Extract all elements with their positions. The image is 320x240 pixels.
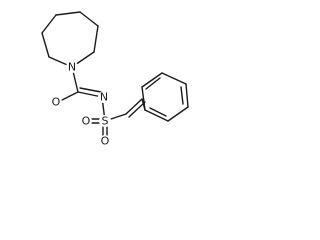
bonds [41,11,189,139]
bond-c-n-double-b [79,87,102,93]
atom-imine-nitrogen: N [100,91,108,104]
bond-ring-c5-c6 [93,25,99,53]
atom-sulfonyl-oxygen-left: O [82,115,91,128]
bond-ring-c2-c3 [41,14,57,34]
bond-phenyl-inner-2 [180,86,184,105]
bond-phenyl-3 [185,83,189,108]
chemical-structure: N O N S O O [41,11,189,148]
bond-ring-c1-c2 [41,32,50,58]
atom-sulfur: S [102,115,109,128]
bond-phenyl-inner-3 [145,77,161,90]
atom-sulfonyl-oxygen-bottom: O [101,135,110,148]
bond-phenyl-5 [141,72,163,88]
atom-labels: N O N S O O [50,61,111,148]
bond-c-n-double-a [77,91,103,98]
atom-carbonyl-oxygen: O [52,96,61,109]
bond-phenyl-4 [161,72,187,85]
bond-vinyl-double-b [128,101,146,118]
atom-ring-nitrogen: N [68,61,76,74]
bond-phenyl-2 [167,106,189,122]
bond-vinyl-double-a [125,98,143,115]
bond-phenyl-6 [141,86,146,111]
bond-phenyl-inner-1 [149,107,167,117]
bond-phenyl-1 [144,109,169,122]
bond-ring-c3-c4 [55,11,81,16]
bond-ring-c4-c5 [79,11,99,27]
